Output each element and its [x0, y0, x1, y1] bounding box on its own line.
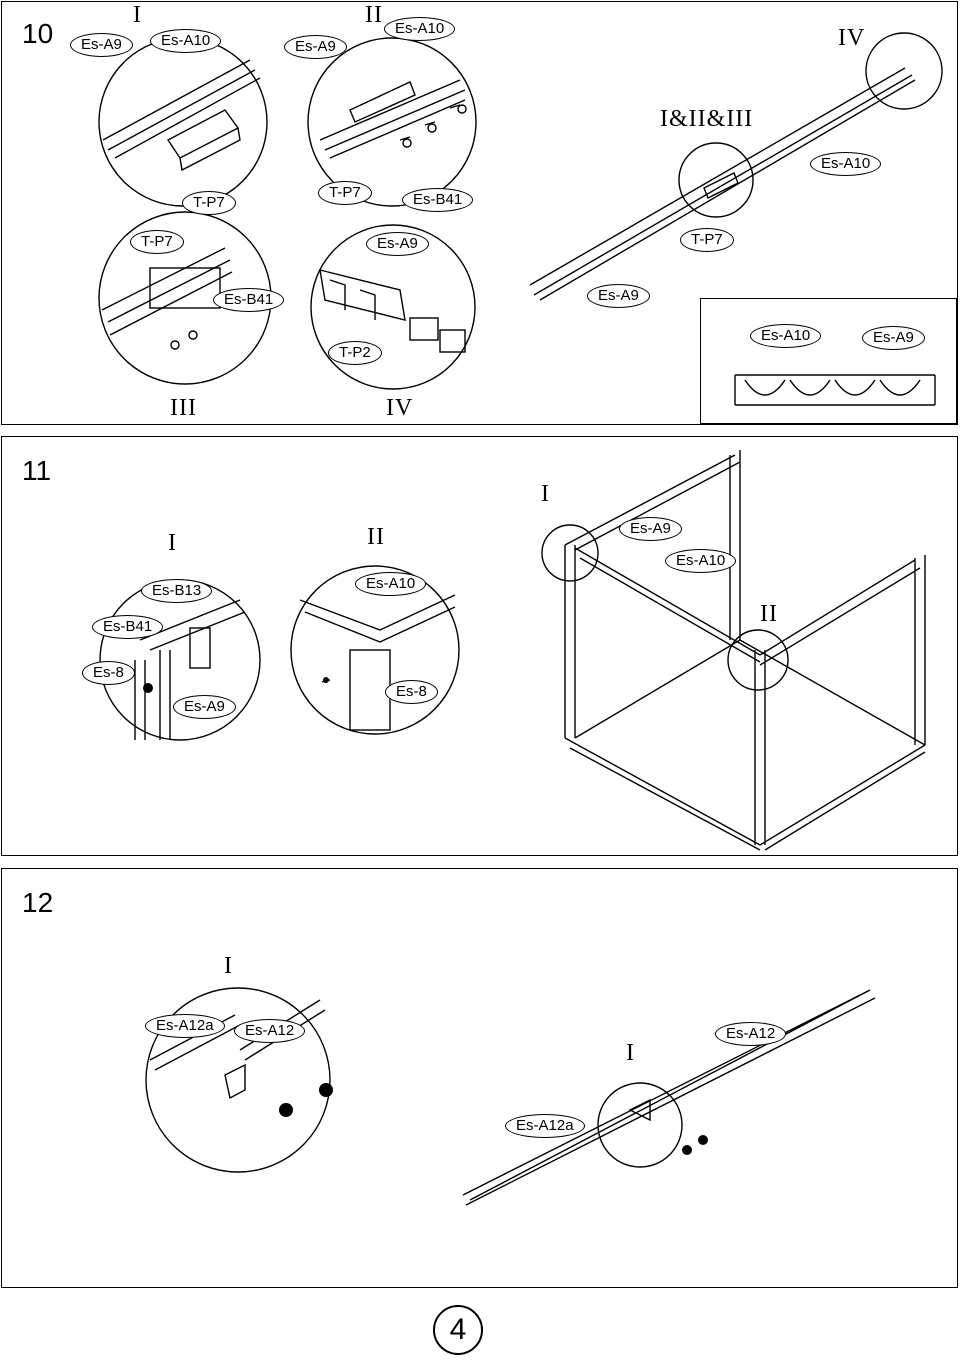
detail-circle-11-i — [99, 579, 261, 741]
label-es-a10: Es-A10 — [750, 324, 822, 348]
detail-circle-12-main-i — [597, 1082, 683, 1168]
label-es-a9: Es-A9 — [587, 284, 650, 308]
label-es-a10: Es-A10 — [810, 152, 882, 176]
label-es-a9: Es-A9 — [284, 35, 347, 59]
label-es-8: Es-8 — [82, 661, 135, 685]
roman-iii: III — [170, 395, 197, 421]
step-number-11: 11 — [22, 455, 52, 486]
roman-i-main: I — [541, 481, 550, 507]
label-es-a12a: Es-A12a — [505, 1114, 585, 1138]
detail-circle-10-i — [98, 37, 268, 207]
label-t-p7: T-P7 — [182, 191, 236, 215]
detail-circle-10-ii — [307, 37, 477, 207]
label-es-a9: Es-A9 — [366, 232, 429, 256]
roman-ii: II — [365, 2, 383, 28]
roman-ii: II — [367, 524, 385, 550]
label-es-a12: Es-A12 — [715, 1022, 787, 1046]
label-t-p7: T-P7 — [318, 181, 372, 205]
roman-ii-main: II — [760, 601, 778, 627]
label-es-a12a: Es-A12a — [145, 1014, 225, 1038]
roman-iv-bottom: IV — [386, 395, 414, 421]
roman-i: I — [224, 953, 233, 979]
step-12-panel — [1, 868, 958, 1288]
roman-i-main: I — [626, 1040, 635, 1066]
detail-circle-10-iv — [310, 224, 476, 390]
label-es-b13: Es-B13 — [141, 579, 213, 603]
page-number: 4 — [433, 1305, 483, 1355]
roman-i-ii-iii: I&II&III — [660, 106, 754, 132]
label-es-a12: Es-A12 — [234, 1019, 306, 1043]
label-es-b41: Es-B41 — [92, 615, 164, 639]
label-t-p7: T-P7 — [680, 228, 734, 252]
label-es-a10: Es-A10 — [384, 17, 456, 41]
label-es-8: Es-8 — [385, 680, 438, 704]
label-es-a10: Es-A10 — [150, 29, 222, 53]
roman-i: I — [133, 2, 142, 28]
label-es-a9: Es-A9 — [862, 326, 925, 350]
roman-i: I — [168, 530, 177, 556]
step-number-10: 10 — [22, 18, 54, 49]
label-t-p7: T-P7 — [130, 230, 184, 254]
step-number-12: 12 — [22, 887, 54, 918]
detail-circle-10-main-iv — [865, 32, 943, 110]
detail-circle-12-i — [145, 987, 331, 1173]
label-es-b41: Es-B41 — [213, 288, 285, 312]
label-t-p2: T-P2 — [328, 341, 382, 365]
detail-circle-11-main-ii — [727, 629, 789, 691]
label-es-a10: Es-A10 — [665, 549, 737, 573]
detail-circle-10-main-i — [678, 142, 754, 218]
detail-circle-11-main-i — [541, 524, 599, 582]
label-es-a9: Es-A9 — [173, 695, 236, 719]
step-10-inset-panel — [700, 298, 957, 424]
label-es-b41: Es-B41 — [402, 188, 474, 212]
label-es-a10: Es-A10 — [355, 572, 427, 596]
label-es-a9: Es-A9 — [619, 517, 682, 541]
label-es-a9: Es-A9 — [70, 33, 133, 57]
detail-circle-11-ii — [290, 565, 460, 735]
roman-iv: IV — [838, 25, 866, 51]
